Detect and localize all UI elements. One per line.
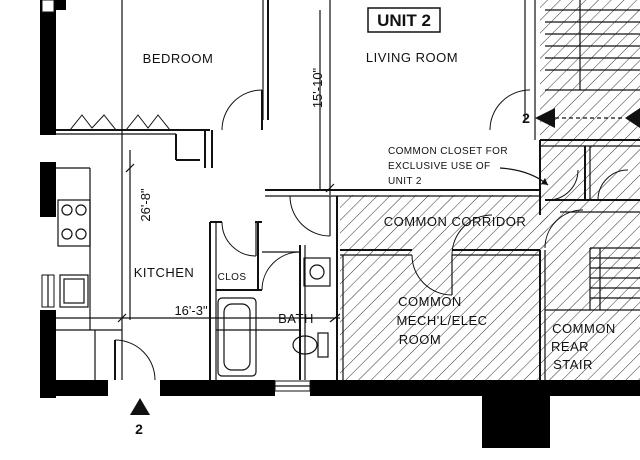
note-line1: COMMON CLOSET FOR <box>388 146 508 157</box>
interior-walls <box>56 0 640 380</box>
unit-title: UNIT 2 <box>377 11 431 30</box>
mech-room-label-line1: COMMON <box>398 294 462 309</box>
doors <box>69 89 629 381</box>
section-mark-right-number: 2 <box>522 110 530 126</box>
kitchen-fixtures <box>57 199 91 308</box>
mech-room-label-line3: ROOM <box>399 332 441 347</box>
room-label-bedroom: BEDROOM <box>143 51 214 66</box>
note-line2: EXCLUSIVE USE OF <box>388 161 491 172</box>
room-label-common-corridor: COMMON CORRIDOR <box>384 214 527 229</box>
room-label-kitchen: KITCHEN <box>134 265 195 280</box>
dimension-living-depth: 15'-10" <box>310 67 325 108</box>
windows <box>41 0 311 392</box>
dimension-kitchen-width: 16'-3" <box>174 303 208 318</box>
section-mark-bottom-number: 2 <box>135 421 143 437</box>
room-label-living-room: LIVING ROOM <box>366 50 458 65</box>
stair-label-line1: COMMON <box>552 321 616 336</box>
note-leader <box>499 167 549 186</box>
mech-room-label-line2: MECH'L/ELEC <box>396 313 487 328</box>
room-label-closet: CLOS <box>218 272 247 283</box>
bath-fixtures <box>217 257 331 377</box>
title-box <box>367 7 441 33</box>
section-mark-bottom <box>130 398 150 415</box>
exterior-walls <box>40 0 640 448</box>
room-label-bath: BATH <box>278 311 314 326</box>
stair-label-line2: REAR <box>551 339 589 354</box>
note-line3: UNIT 2 <box>388 176 422 187</box>
section-mark-right <box>535 108 640 128</box>
stair-label-line3: STAIR <box>553 357 593 372</box>
dimension-lines <box>56 10 341 323</box>
dimension-kitchen-depth: 26'-8" <box>138 188 153 222</box>
